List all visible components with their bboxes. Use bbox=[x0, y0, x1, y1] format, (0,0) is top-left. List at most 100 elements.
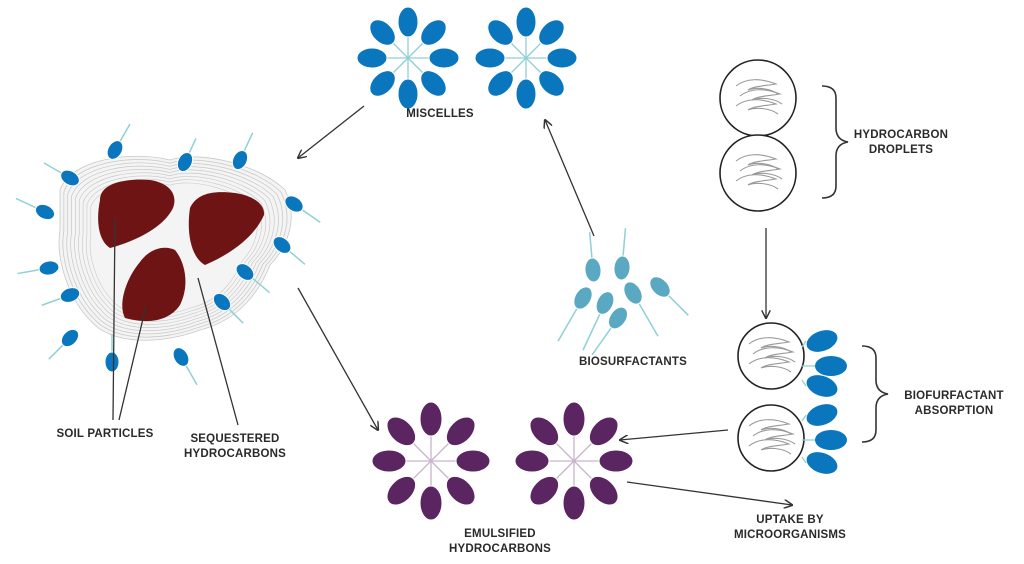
surfactant-head bbox=[397, 78, 419, 110]
hydrocarbon-squiggle bbox=[748, 357, 792, 373]
hydrocarbon-squiggle bbox=[752, 429, 796, 445]
label-soil-particles: SOIL PARTICLES bbox=[56, 428, 154, 440]
surfactant-head bbox=[59, 287, 81, 303]
micelle-spoke bbox=[573, 441, 594, 462]
surfactant-head bbox=[172, 347, 190, 367]
absorption-droplets-group bbox=[737, 322, 847, 474]
micelle-spoke bbox=[391, 41, 409, 59]
micelle-spoke bbox=[407, 57, 425, 75]
surfactant-head bbox=[445, 475, 476, 506]
hydrocarbon-squiggle bbox=[748, 337, 792, 353]
surfactant-head bbox=[231, 149, 249, 171]
label-line: MICROORGANISMS bbox=[733, 529, 847, 541]
sequestration-layer bbox=[70, 165, 279, 332]
micelle-spoke bbox=[411, 460, 432, 481]
emulsified-micelle-1 bbox=[371, 401, 491, 521]
hydrocarbon-squiggle bbox=[748, 439, 792, 455]
arrow-micelles-to-soil bbox=[298, 105, 365, 158]
label-line: HYDROCARBON bbox=[853, 129, 949, 141]
surfactant-head bbox=[34, 203, 56, 221]
sequestration-layer bbox=[82, 175, 266, 322]
hydrocarbon-squiggle bbox=[739, 164, 783, 180]
surfactant-head bbox=[623, 281, 643, 305]
surfactant-head bbox=[562, 485, 586, 521]
surfactant-head bbox=[369, 19, 396, 46]
surfactant-head bbox=[272, 236, 292, 254]
surfactant-head bbox=[60, 328, 80, 348]
sequestration-layer bbox=[78, 172, 271, 325]
surfactant-head bbox=[474, 47, 506, 69]
label-biosurfactants: BIOSURFACTANTS bbox=[578, 356, 687, 368]
surfactant-head bbox=[529, 475, 560, 506]
surfactant-head bbox=[815, 356, 847, 376]
surfactant-head bbox=[284, 195, 304, 213]
micelle-spoke bbox=[391, 57, 409, 75]
label-line: SEQUESTERED bbox=[190, 433, 280, 445]
sequestration-layer bbox=[85, 178, 262, 319]
surfactant-head bbox=[487, 19, 514, 46]
surfactant-head bbox=[806, 330, 838, 352]
label-line: EMULSIFIED bbox=[464, 528, 536, 540]
label-miscelles: MISCELLES bbox=[406, 108, 474, 120]
surfactant-head bbox=[445, 416, 476, 447]
sequestration-layer bbox=[74, 169, 275, 328]
surfactant-head bbox=[806, 452, 838, 474]
micelle-spoke bbox=[525, 57, 543, 75]
surfactant-head bbox=[371, 449, 407, 473]
hydrocarbon-squiggle bbox=[735, 154, 779, 170]
arrow-soil-to-emulsified bbox=[297, 287, 378, 430]
surfactant-head bbox=[106, 140, 124, 160]
surfactant-tail bbox=[801, 456, 807, 464]
label-uptake-by-microorganisms: UPTAKE BY MICROORGANISMS bbox=[730, 513, 850, 543]
micelle-spoke bbox=[411, 441, 432, 462]
surfactant-head bbox=[38, 260, 60, 276]
label-line: HYDROCARBONS bbox=[448, 543, 552, 555]
label-biofurfactant-absorption: BIOFURFACTANT ABSORPTION bbox=[894, 389, 1014, 419]
surfactant-head bbox=[588, 475, 619, 506]
pointer-soil-particle-1 bbox=[112, 217, 116, 421]
brace-biofurfactant-absorption bbox=[861, 345, 889, 443]
surfactant-head bbox=[386, 416, 417, 447]
surfactant-head bbox=[420, 70, 447, 97]
surfactant-head bbox=[815, 430, 847, 450]
surfactant-head bbox=[212, 292, 232, 312]
surfactant-head bbox=[573, 286, 593, 310]
micelle-spoke bbox=[430, 441, 451, 462]
hydrocarbon-squiggle bbox=[748, 419, 792, 435]
surfactant-tail bbox=[801, 414, 807, 422]
micelle-spoke bbox=[407, 41, 425, 59]
hydrocarbon-squiggle bbox=[739, 89, 783, 105]
hydrocarbon-squiggle bbox=[735, 79, 779, 95]
label-line: HYDROCARBONS bbox=[183, 448, 287, 460]
surfactant-head bbox=[588, 416, 619, 447]
surfactant-head bbox=[176, 151, 194, 173]
surfactant-head bbox=[235, 263, 255, 281]
surfactant-head bbox=[487, 70, 514, 97]
surfactant-head bbox=[428, 47, 460, 69]
hydrocarbon-droplets-group bbox=[719, 59, 797, 212]
soil-particle bbox=[98, 179, 175, 248]
arrow-absorption-to-emulsified bbox=[620, 429, 729, 440]
surfactant-head bbox=[386, 475, 417, 506]
micelle-blue-1 bbox=[356, 6, 460, 110]
surfactant-head bbox=[369, 70, 396, 97]
surfactant-head bbox=[538, 19, 565, 46]
micelle-spoke bbox=[430, 460, 451, 481]
surfactant-head bbox=[515, 6, 537, 38]
surfactant-head bbox=[104, 351, 120, 373]
surfactant-head bbox=[538, 70, 565, 97]
sequestration-layer bbox=[89, 182, 258, 316]
surfactant-tail bbox=[801, 379, 807, 387]
surfactant-head bbox=[419, 485, 443, 521]
surfactant-tail bbox=[801, 340, 807, 348]
label-emulsified-hydrocarbons: EMULSIFIED HYDROCARBONS bbox=[445, 527, 555, 557]
surfactant-head bbox=[806, 375, 838, 397]
pointer-soil-particle-2 bbox=[118, 305, 147, 421]
hydrocarbon-squiggle bbox=[752, 347, 796, 363]
label-line: BIOFURFACTANT bbox=[904, 390, 1004, 402]
surfactant-head bbox=[514, 449, 550, 473]
surfactant-head bbox=[546, 47, 578, 69]
surfactant-head bbox=[613, 255, 631, 281]
surfactant-head bbox=[598, 449, 634, 473]
